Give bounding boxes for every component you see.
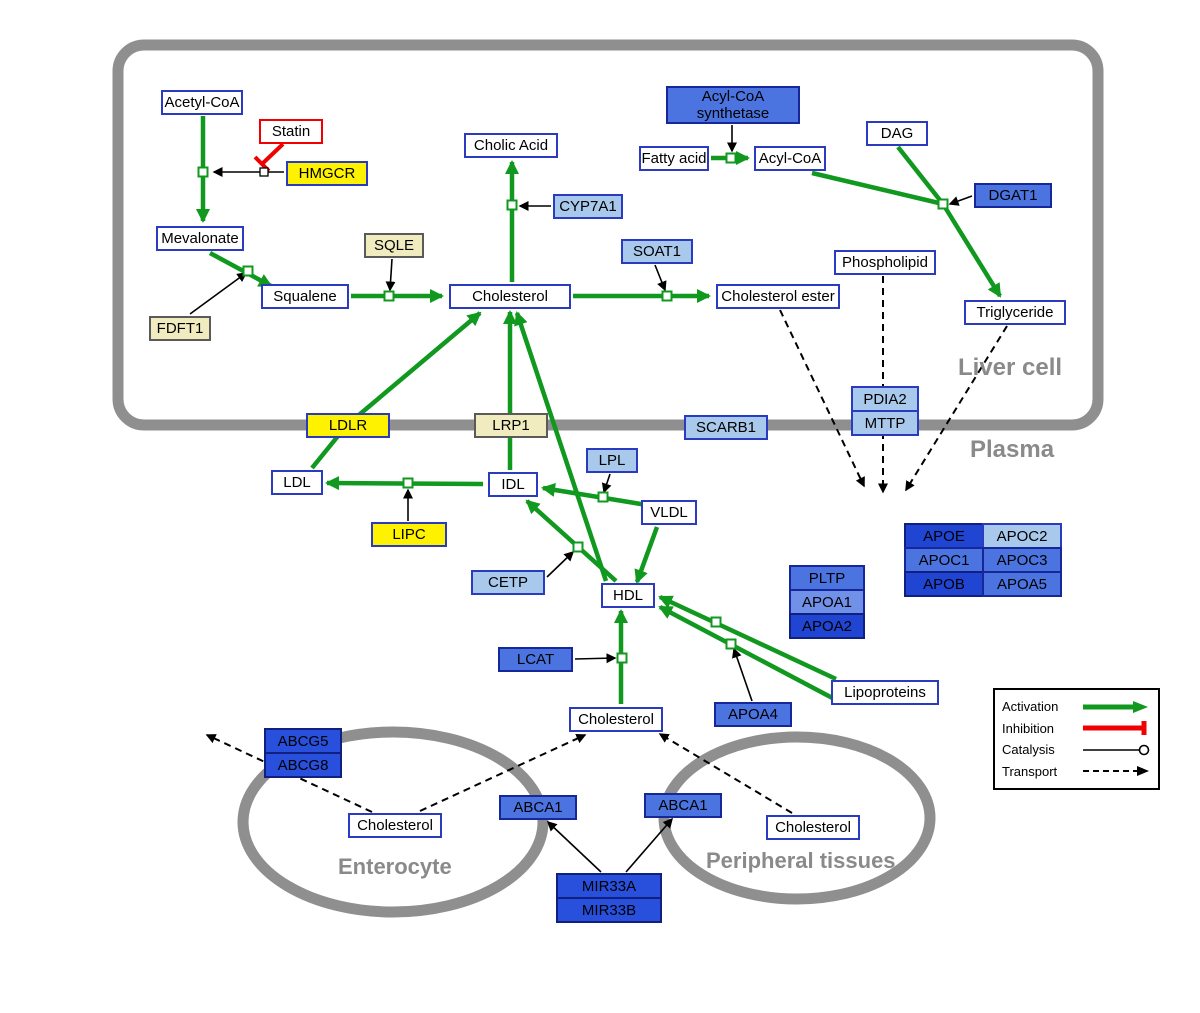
node-scarb1[interactable]: SCARB1 bbox=[684, 415, 768, 440]
compartment-outlines bbox=[112, 39, 1104, 918]
node-fatty-acid[interactable]: Fatty acid bbox=[639, 146, 709, 171]
node-mir33b[interactable]: MIR33B bbox=[556, 897, 662, 923]
reaction-nodes bbox=[197, 152, 949, 664]
node-apoc2[interactable]: APOC2 bbox=[982, 523, 1062, 549]
node-cholesterol-ester[interactable]: Cholesterol ester bbox=[716, 284, 840, 309]
liver-cell-label: Liver cell bbox=[958, 354, 1063, 381]
node-ldlr[interactable]: LDLR bbox=[306, 413, 390, 438]
node-soat1[interactable]: SOAT1 bbox=[621, 239, 693, 264]
legend-catalysis-label: Catalysis bbox=[1002, 742, 1055, 758]
node-vldl[interactable]: VLDL bbox=[641, 500, 697, 525]
node-idl[interactable]: IDL bbox=[488, 472, 538, 497]
legend: Activation Inhibition Catalysis Transpor… bbox=[993, 688, 1160, 790]
legend-row-catalysis: Catalysis bbox=[1002, 742, 1151, 758]
node-apoe[interactable]: APOE bbox=[904, 523, 984, 549]
node-cetp[interactable]: CETP bbox=[471, 570, 545, 595]
legend-transport-label: Transport bbox=[1002, 763, 1058, 779]
inhibition-tbar-icon bbox=[1083, 721, 1147, 736]
node-lcat[interactable]: LCAT bbox=[498, 647, 573, 672]
node-mttp[interactable]: MTTP bbox=[851, 410, 919, 436]
node-cholesterol-plasma[interactable]: Cholesterol bbox=[569, 707, 663, 732]
node-mir33a[interactable]: MIR33A bbox=[556, 873, 662, 899]
node-dgat1[interactable]: DGAT1 bbox=[974, 183, 1052, 208]
node-pltp[interactable]: PLTP bbox=[789, 565, 865, 591]
node-abca1-right[interactable]: ABCA1 bbox=[644, 793, 722, 818]
transport-edges bbox=[205, 276, 1008, 814]
node-apoa5[interactable]: APOA5 bbox=[982, 571, 1062, 597]
node-acyl-coa-synthetase[interactable]: Acyl-CoA synthetase bbox=[666, 86, 800, 124]
node-sqle[interactable]: SQLE bbox=[364, 233, 424, 258]
node-cholic-acid[interactable]: Cholic Acid bbox=[464, 133, 558, 158]
node-lrp1[interactable]: LRP1 bbox=[474, 413, 548, 438]
node-apoc1[interactable]: APOC1 bbox=[904, 547, 984, 573]
activation-arrow-icon bbox=[1083, 700, 1148, 713]
liver-cell-membrane bbox=[112, 39, 1104, 431]
legend-activation-label: Activation bbox=[1002, 699, 1059, 715]
node-lipc[interactable]: LIPC bbox=[371, 522, 447, 547]
catalysis-circle-icon bbox=[1083, 744, 1150, 756]
node-apoc3[interactable]: APOC3 bbox=[982, 547, 1062, 573]
node-pdia2[interactable]: PDIA2 bbox=[851, 386, 919, 412]
node-abcg8[interactable]: ABCG8 bbox=[264, 752, 342, 778]
enterocyte-label: Enterocyte bbox=[338, 854, 452, 879]
node-triglyceride[interactable]: Triglyceride bbox=[964, 300, 1066, 325]
node-abca1-left[interactable]: ABCA1 bbox=[499, 795, 577, 820]
inhibition-edge bbox=[253, 142, 285, 173]
peripheral-tissues-label: Peripheral tissues bbox=[706, 848, 896, 873]
node-apoa4[interactable]: APOA4 bbox=[714, 702, 792, 727]
node-apob[interactable]: APOB bbox=[904, 571, 984, 597]
node-phospholipid[interactable]: Phospholipid bbox=[834, 250, 936, 275]
catalysis-edges bbox=[189, 125, 973, 873]
node-cyp7a1[interactable]: CYP7A1 bbox=[553, 194, 623, 219]
legend-row-inhibition: Inhibition bbox=[1002, 720, 1151, 736]
node-cholesterol-liver[interactable]: Cholesterol bbox=[449, 284, 571, 309]
node-cholesterol-enterocyte[interactable]: Cholesterol bbox=[348, 813, 442, 838]
node-squalene[interactable]: Squalene bbox=[261, 284, 349, 309]
node-hdl[interactable]: HDL bbox=[601, 583, 655, 608]
node-acetyl-coa[interactable]: Acetyl-CoA bbox=[161, 90, 243, 115]
node-lipoproteins[interactable]: Lipoproteins bbox=[831, 680, 939, 705]
node-statin[interactable]: Statin bbox=[259, 119, 323, 144]
plasma-label: Plasma bbox=[970, 436, 1055, 463]
legend-inhibition-label: Inhibition bbox=[1002, 720, 1055, 736]
node-ldl[interactable]: LDL bbox=[271, 470, 323, 495]
legend-row-activation: Activation bbox=[1002, 699, 1151, 715]
node-apoa1[interactable]: APOA1 bbox=[789, 589, 865, 615]
node-dag[interactable]: DAG bbox=[866, 121, 928, 146]
catalysis-port bbox=[259, 167, 269, 177]
node-mevalonate[interactable]: Mevalonate bbox=[156, 226, 244, 251]
node-hmgcr[interactable]: HMGCR bbox=[286, 161, 368, 186]
node-cholesterol-peripheral[interactable]: Cholesterol bbox=[766, 815, 860, 840]
node-abcg5[interactable]: ABCG5 bbox=[264, 728, 342, 754]
node-lpl[interactable]: LPL bbox=[586, 448, 638, 473]
node-apoa2[interactable]: APOA2 bbox=[789, 613, 865, 639]
enterocyte-membrane bbox=[237, 726, 549, 918]
node-acyl-coa[interactable]: Acyl-CoA bbox=[754, 146, 826, 171]
legend-row-transport: Transport bbox=[1002, 763, 1151, 779]
node-fdft1[interactable]: FDFT1 bbox=[149, 316, 211, 341]
transport-dashed-arrow-icon bbox=[1083, 766, 1149, 777]
